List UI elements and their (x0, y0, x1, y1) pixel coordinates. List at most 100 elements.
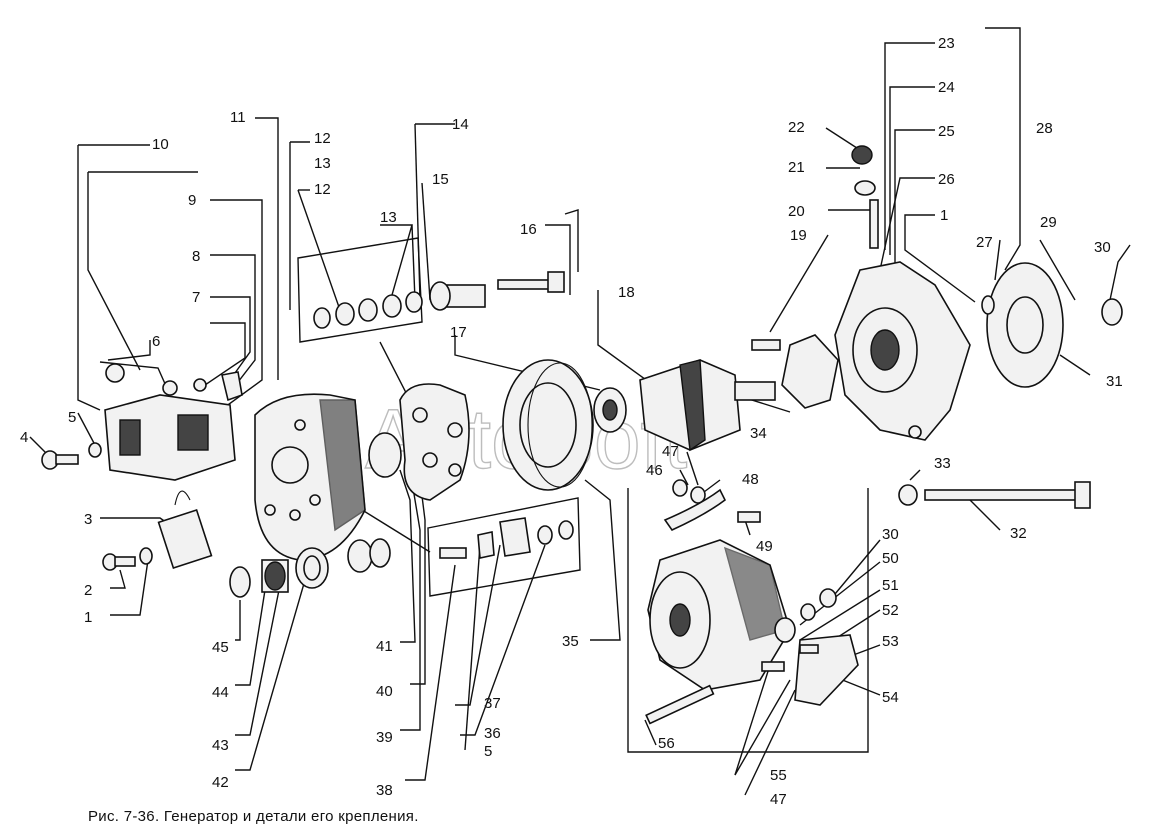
label-5-left: 5 (68, 409, 76, 426)
label-35: 35 (562, 633, 579, 650)
label-19: 19 (790, 227, 807, 244)
figure-caption: Рис. 7-36. Генератор и детали его крепле… (88, 808, 419, 825)
label-52: 52 (882, 602, 899, 619)
bushing-part-15 (429, 281, 486, 311)
label-51: 51 (882, 577, 899, 594)
callout-labels: 1 2 3 4 5 6 7 8 9 10 11 12 13 12 13 14 1… (20, 35, 1123, 808)
label-7: 7 (192, 289, 200, 306)
washer-part-27 (981, 295, 995, 315)
washer-part-5 (88, 442, 102, 458)
label-20: 20 (788, 203, 805, 220)
washer-part-1 (139, 547, 153, 565)
ring-part-45 (229, 566, 251, 598)
label-5-bottom: 5 (484, 743, 492, 760)
label-30-top: 30 (1094, 239, 1111, 256)
label-16: 16 (520, 221, 537, 238)
label-6: 6 (152, 333, 160, 350)
label-41: 41 (376, 638, 393, 655)
label-47-top: 47 (662, 443, 679, 460)
label-17: 17 (450, 324, 467, 341)
bolt-part-32 (924, 481, 1091, 509)
label-44: 44 (212, 684, 229, 701)
label-21: 21 (788, 159, 805, 176)
bolt-part-38 (439, 547, 467, 559)
bushing-part-42 (347, 538, 391, 573)
label-8: 8 (192, 248, 200, 265)
label-43: 43 (212, 737, 229, 754)
label-47-bottom: 47 (770, 791, 787, 808)
rear-housing (254, 393, 366, 561)
frame-washers-group (297, 237, 423, 343)
bolt-part-56 (645, 684, 715, 725)
label-56: 56 (658, 735, 675, 752)
label-34: 34 (750, 425, 767, 442)
label-1-left: 1 (84, 609, 92, 626)
label-4: 4 (20, 429, 28, 446)
label-39: 39 (376, 729, 393, 746)
label-9: 9 (188, 192, 196, 209)
label-12-top: 12 (314, 130, 331, 147)
label-33: 33 (934, 455, 951, 472)
label-29: 29 (1040, 214, 1057, 231)
sleeve-part-43 (295, 547, 329, 589)
nut-part-5 (558, 520, 574, 540)
label-12-mid: 12 (314, 181, 331, 198)
washer-part-36 (537, 525, 553, 545)
label-26: 26 (938, 171, 955, 188)
label-38: 38 (376, 782, 393, 799)
diode-plate-part-40 (399, 383, 470, 501)
label-2: 2 (84, 582, 92, 599)
label-24: 24 (938, 79, 955, 96)
label-28: 28 (1036, 120, 1053, 137)
bolt-part-55 (761, 661, 785, 672)
label-45: 45 (212, 639, 229, 656)
label-30-bottom: 30 (882, 526, 899, 543)
label-15: 15 (432, 171, 449, 188)
bracket-part-25 (781, 334, 839, 409)
label-25: 25 (938, 123, 955, 140)
stud-parts-20-22 (851, 145, 879, 249)
bolt-part-19 (751, 339, 781, 351)
label-11: 11 (230, 109, 246, 126)
nut-part-30b (819, 588, 837, 608)
label-10: 10 (152, 136, 169, 153)
washer-part-51 (774, 617, 796, 643)
label-40: 40 (376, 683, 393, 700)
label-31: 31 (1106, 373, 1123, 390)
bearing-part-44 (261, 559, 289, 593)
bolt-part-16 (497, 271, 565, 293)
terminal-part-37 (499, 517, 531, 557)
label-54: 54 (882, 689, 899, 706)
label-1-right: 1 (940, 207, 948, 224)
bracket-part-48 (663, 488, 727, 532)
bearing-part-17 (593, 387, 627, 433)
washers-12-13 (313, 291, 423, 329)
label-42: 42 (212, 774, 229, 791)
washer-part-50 (800, 603, 816, 621)
label-27: 27 (976, 234, 993, 251)
label-14: 14 (452, 116, 469, 133)
nut-part-30 (1101, 298, 1123, 326)
label-50: 50 (882, 550, 899, 567)
bolt-part-52 (799, 644, 819, 654)
clip-part-39 (477, 531, 495, 559)
label-13-top: 13 (314, 155, 331, 172)
leader-lines (29, 27, 1131, 796)
stud-part-49 (737, 511, 761, 523)
screw-part-2 (102, 553, 136, 571)
fan-part-29 (986, 262, 1064, 388)
nut-part-33 (898, 484, 918, 506)
stator-part-35 (502, 359, 594, 491)
regulator-assembly (104, 363, 243, 481)
label-23: 23 (938, 35, 955, 52)
label-13-mid: 13 (380, 209, 397, 226)
label-53: 53 (882, 633, 899, 650)
front-housing (834, 261, 971, 441)
washer-part-47 (690, 486, 706, 504)
label-22: 22 (788, 119, 805, 136)
label-55: 55 (770, 767, 787, 784)
bolt-part-4 (41, 450, 79, 470)
label-18: 18 (618, 284, 635, 301)
label-37: 37 (484, 695, 501, 712)
